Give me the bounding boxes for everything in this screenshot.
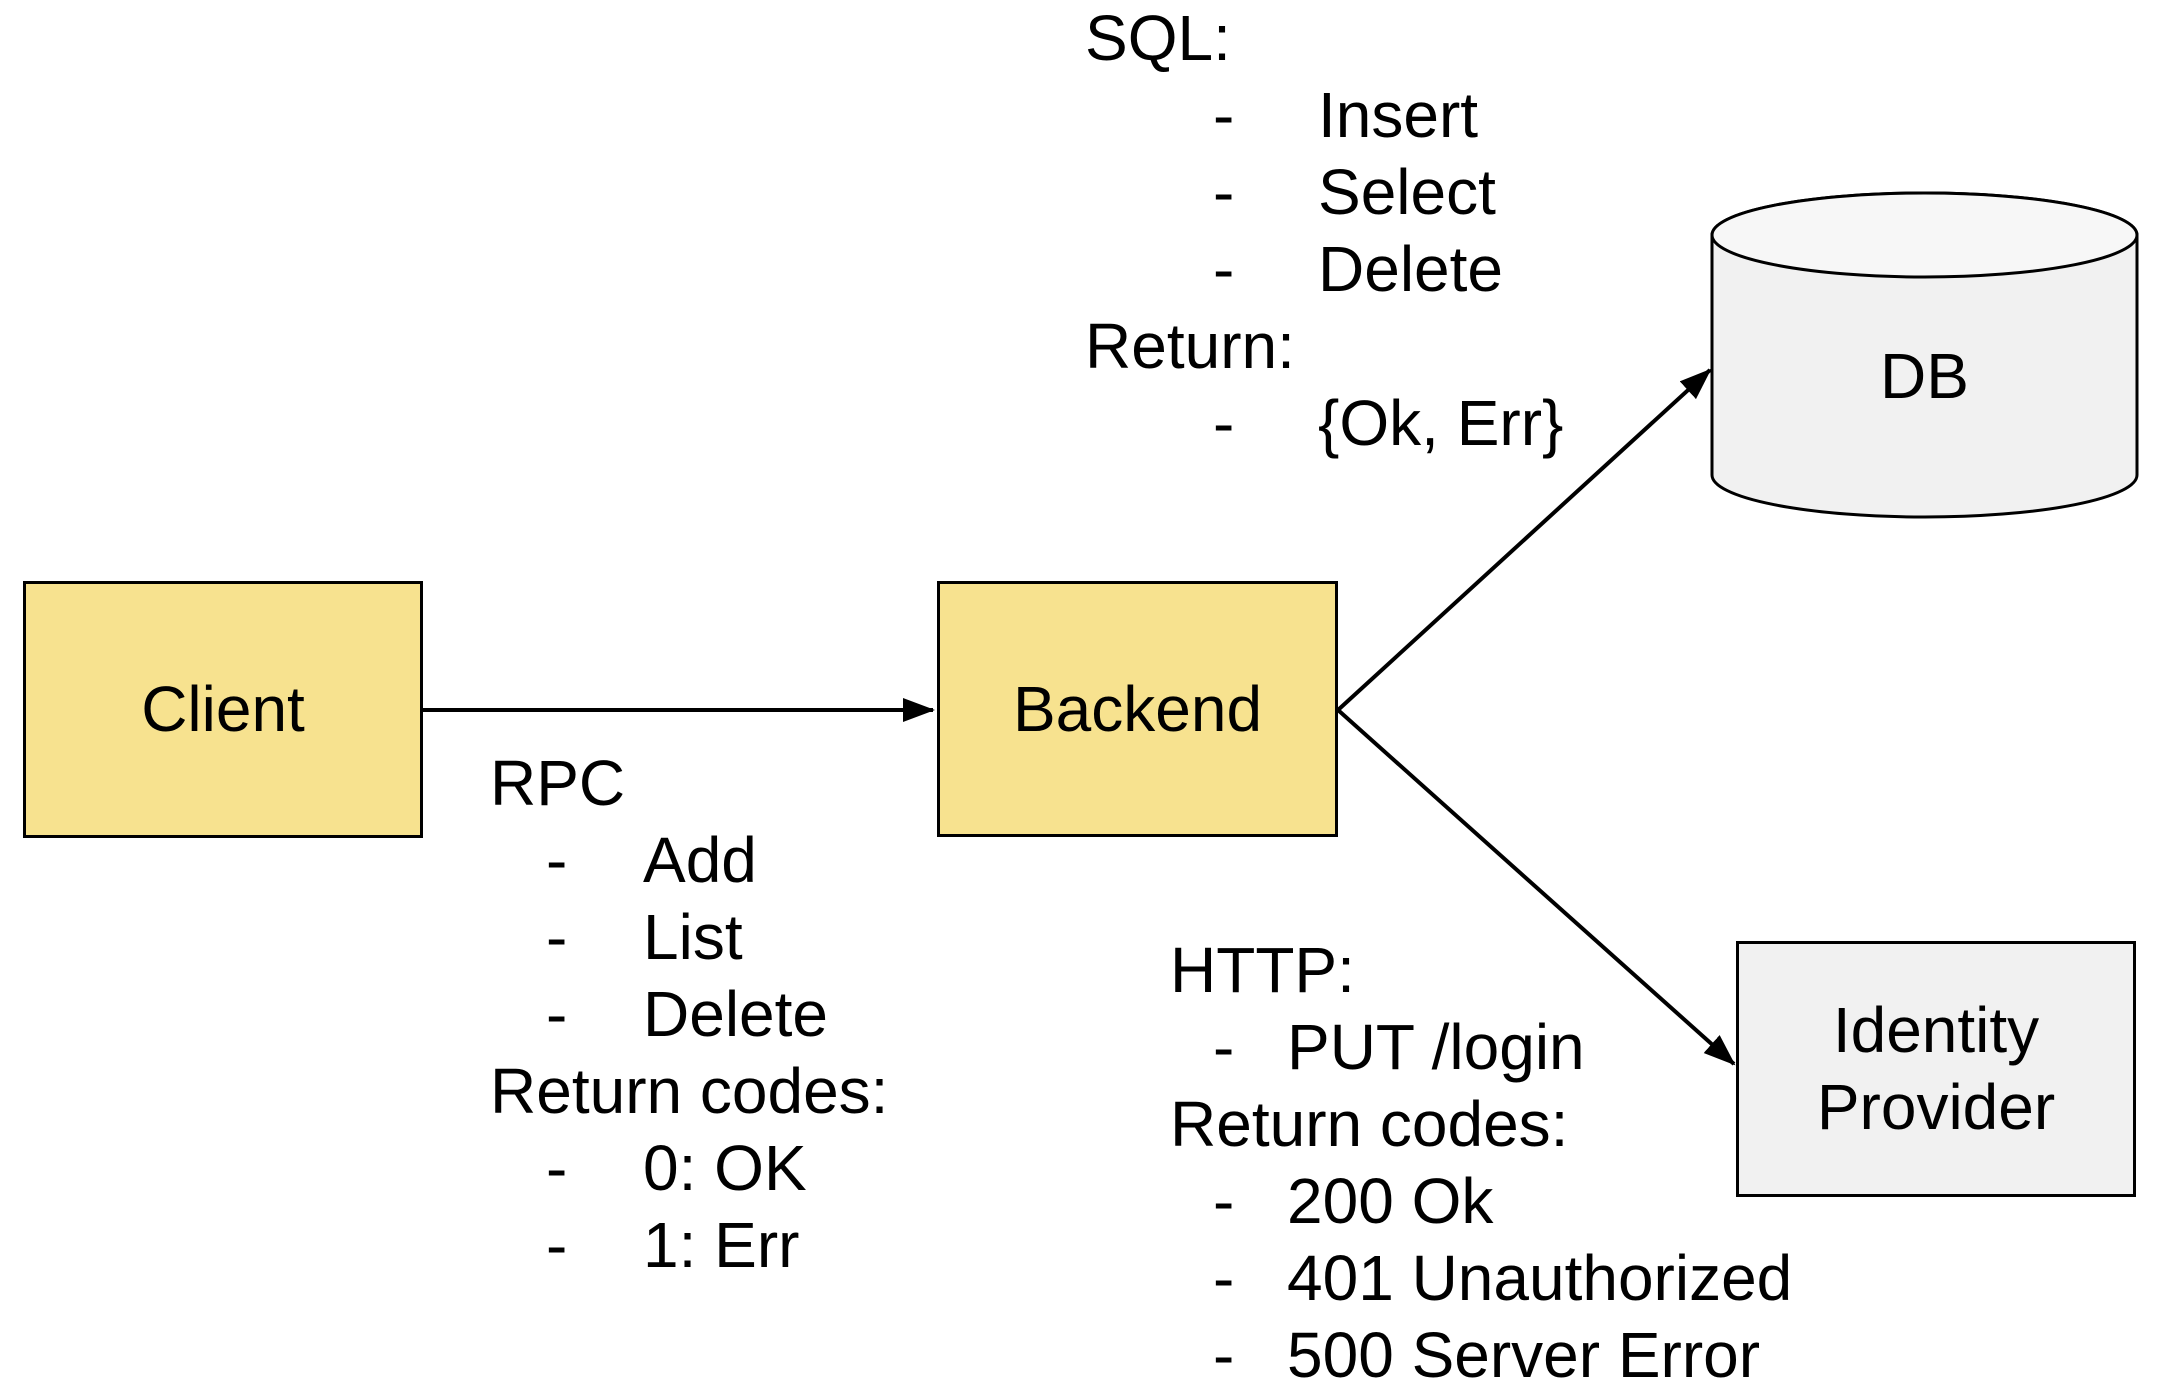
bullet-marker: - xyxy=(546,824,568,896)
node-identity-provider-label-line1: Identity xyxy=(1832,994,2040,1066)
bullet-marker: - xyxy=(1213,1011,1235,1083)
annotation-http-subitem: - 500 Server Error xyxy=(1170,1317,1760,1394)
bullet-text: {Ok, Err} xyxy=(1318,387,1564,459)
annotation-rpc-subitem: - 0: OK xyxy=(490,1130,888,1207)
bullet-text: Delete xyxy=(643,978,828,1050)
bullet-marker: - xyxy=(1213,1319,1235,1391)
edge-backend-db xyxy=(1336,368,1712,712)
annotation-rpc-item: - Delete xyxy=(490,976,888,1053)
bullet-text: Add xyxy=(643,824,757,896)
bullet-marker: - xyxy=(546,1132,568,1204)
bullet-text: List xyxy=(643,901,743,973)
node-identity-provider-label-line2: Provider xyxy=(1816,1071,2056,1143)
node-db-label-box: DB xyxy=(1712,277,2137,475)
node-client-label: Client xyxy=(141,673,305,745)
bullet-marker: - xyxy=(1213,156,1235,228)
node-client: Client xyxy=(23,581,423,838)
bullet-marker: - xyxy=(546,1209,568,1281)
annotation-sql-subtitle: Return: xyxy=(1085,310,1295,382)
bullet-text: PUT /login xyxy=(1287,1011,1585,1083)
bullet-text: 401 Unauthorized xyxy=(1287,1242,1793,1314)
bullet-text: 500 Server Error xyxy=(1287,1319,1761,1391)
annotation-http: HTTP: - PUT /login Return codes: - 200 O… xyxy=(1170,932,1792,1394)
annotation-sql-subitem: - {Ok, Err} xyxy=(1085,385,1563,462)
bullet-marker: - xyxy=(1213,387,1235,459)
db-cylinder-top xyxy=(1710,191,2139,279)
bullet-marker: - xyxy=(1213,1242,1235,1314)
edge-backend-idp xyxy=(1336,708,1736,1066)
bullet-marker: - xyxy=(1213,79,1235,151)
annotation-sql-item: - Delete xyxy=(1085,231,1503,308)
annotation-rpc-title: RPC xyxy=(490,747,626,819)
node-db-label: DB xyxy=(1880,340,1969,412)
annotation-http-item: - PUT /login xyxy=(1170,1009,1585,1086)
annotation-rpc-subtitle: Return codes: xyxy=(490,1055,889,1127)
annotation-http-subitem: - 401 Unauthorized xyxy=(1170,1240,1792,1317)
annotation-sql-title: SQL: xyxy=(1085,2,1231,74)
node-identity-provider: Identity Provider xyxy=(1736,941,2136,1197)
annotation-rpc-subitem: - 1: Err xyxy=(490,1207,888,1284)
node-backend: Backend xyxy=(937,581,1338,837)
annotation-http-subtitle: Return codes: xyxy=(1170,1088,1569,1160)
annotation-sql-item: - Select xyxy=(1085,154,1496,231)
annotation-sql-item: - Insert xyxy=(1085,77,1478,154)
bullet-text: Insert xyxy=(1318,79,1479,151)
bullet-text: 0: OK xyxy=(643,1132,807,1204)
bullet-marker: - xyxy=(1213,233,1235,305)
annotation-sql: SQL: - Insert - Select - Delete Return: … xyxy=(1085,0,1563,462)
annotation-http-title: HTTP: xyxy=(1170,934,1355,1006)
bullet-text: Delete xyxy=(1318,233,1503,305)
annotation-http-subitem: - 200 Ok xyxy=(1170,1163,1568,1240)
annotation-rpc: RPC - Add - List - Delete Return codes: … xyxy=(490,745,888,1284)
bullet-text: 1: Err xyxy=(643,1209,800,1281)
bullet-marker: - xyxy=(546,978,568,1050)
node-backend-label: Backend xyxy=(1012,672,1263,745)
bullet-marker: - xyxy=(1213,1165,1235,1237)
bullet-marker: - xyxy=(546,901,568,973)
annotation-rpc-item: - Add xyxy=(490,822,888,899)
bullet-text: 200 Ok xyxy=(1287,1165,1494,1237)
bullet-text: Select xyxy=(1318,156,1496,228)
annotation-rpc-item: - List xyxy=(490,899,888,976)
